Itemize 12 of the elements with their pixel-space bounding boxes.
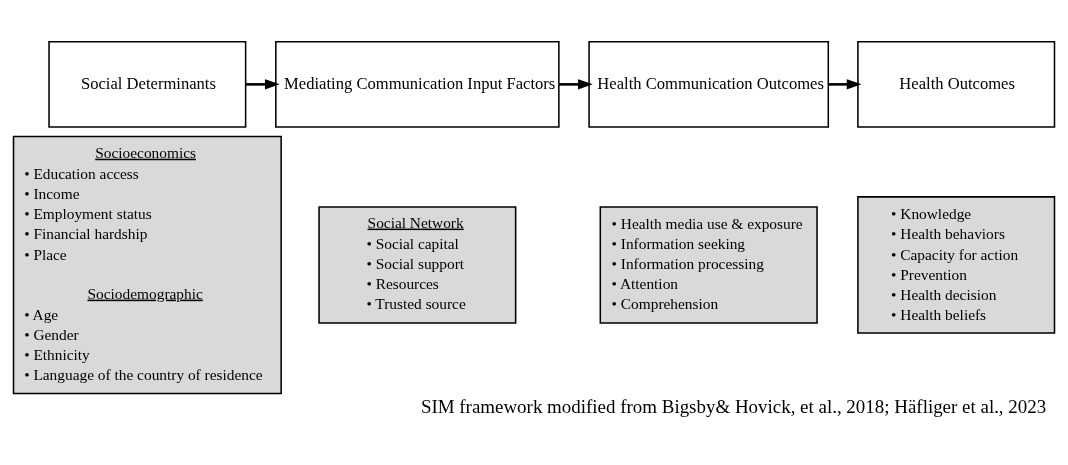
node-box: Socioeconomics • Education access • Income • Employment status • Financial hardship • Place Sociodemographic • Age • Gender • Ethnicity • Language of the country of residence <box>12 135 282 394</box>
node-box: Social Determinants <box>48 40 247 128</box>
node-box: Health Outcomes <box>857 40 1056 128</box>
arrow <box>245 78 280 90</box>
arrow <box>559 78 593 90</box>
node-box: Health Communication Outcomes <box>588 40 830 128</box>
node-box: • Knowledge • Health behaviors • Capacity for action • Prevention • Health decision • Health beliefs <box>857 195 1056 334</box>
arrow <box>828 78 862 90</box>
node-box: Social Network • Social capital • Social support • Resources • Trusted source <box>318 205 517 324</box>
node-box: • Health media use & exposure • Information seeking • Information processing • Attention • Comprehension <box>599 205 818 324</box>
caption: SIM framework modified from Bigsby& Hovick, et al., 2018; Häfliger et al., 2023 <box>420 395 1047 417</box>
node-box: Mediating Communication Input Factors <box>275 40 560 128</box>
